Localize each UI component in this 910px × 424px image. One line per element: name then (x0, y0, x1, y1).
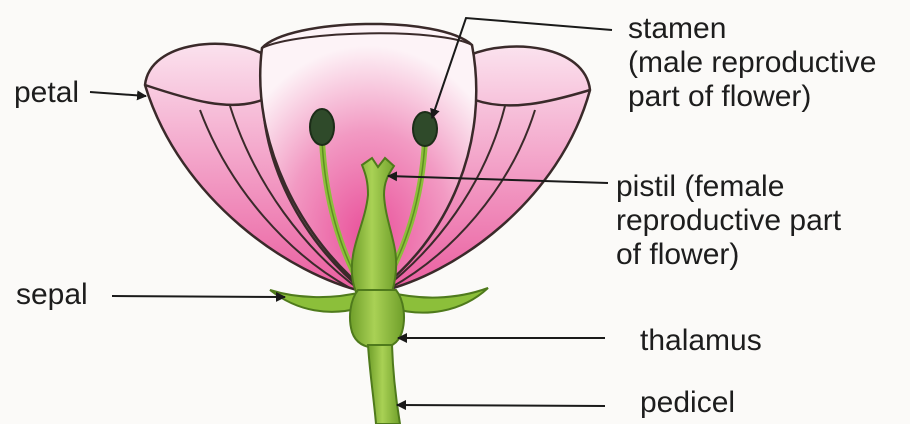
sepal-label: sepal (16, 278, 88, 312)
anther-left (310, 109, 334, 145)
pedicel-pointer (397, 405, 605, 406)
pedicel-shape (368, 345, 400, 424)
sepal-pointer (112, 296, 285, 297)
stamen-label-line1: stamen (628, 12, 876, 46)
pedicel-label: pedicel (640, 386, 735, 420)
thalamus-shape (350, 290, 404, 348)
pistil-label-line2: reproductive part (616, 204, 841, 238)
pistil-label-line1: pistil (female (616, 170, 841, 204)
thalamus-label: thalamus (640, 324, 762, 358)
stamen-label: stamen (male reproductive part of flower… (628, 12, 876, 114)
stamen-label-line3: part of flower) (628, 80, 876, 114)
pistil-label-line3: of flower) (616, 238, 841, 272)
stamen-label-line2: (male reproductive (628, 46, 876, 80)
petal-pointer (90, 92, 146, 96)
pistil-label: pistil (female reproductive part of flow… (616, 170, 841, 272)
petal-label: petal (14, 76, 79, 110)
anther-right (413, 112, 437, 146)
